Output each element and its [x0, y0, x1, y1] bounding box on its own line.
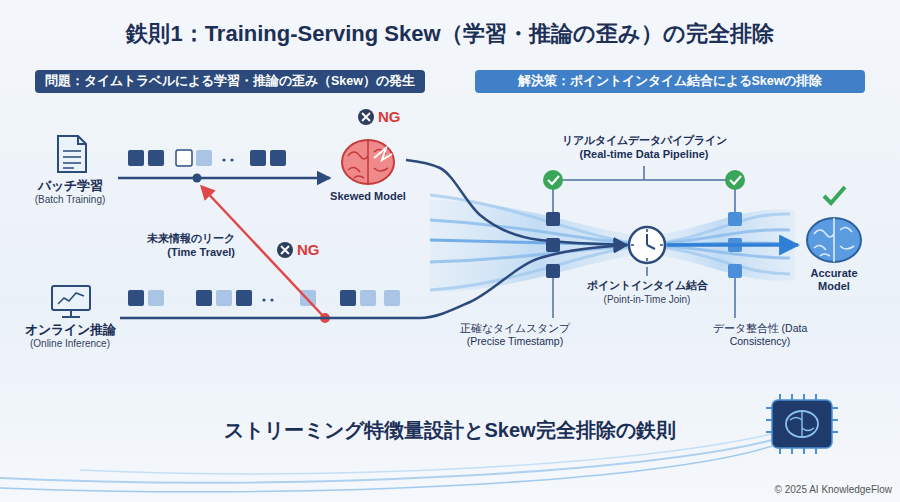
- connector: [118, 177, 330, 180]
- flow-lines: [0, 434, 772, 492]
- document-icon: [58, 136, 86, 172]
- node-text: (Point-in-Time Join): [577, 294, 717, 306]
- node-text: 解決策：ポイントインタイム結合によるSkewの排除: [485, 74, 855, 89]
- node-text: Accurate Model: [798, 267, 870, 293]
- online-timeline-items: [128, 290, 400, 306]
- ng-label: NG: [378, 108, 428, 127]
- node-text: 問題：タイムトラベルによる学習・推論の歪み（Skew）の発生: [45, 74, 415, 89]
- skewed-model-box: Skewed Model: [330, 132, 406, 203]
- monitor-icon: [52, 286, 90, 317]
- accurate-brain: [807, 218, 861, 262]
- consistency-label: データ整合性 (Data Consistency): [705, 322, 815, 348]
- accurate-model-box: Accurate Model: [798, 215, 870, 293]
- ng-label: NG: [297, 241, 347, 260]
- connector: [406, 160, 627, 245]
- title: 鉄則1：Training-Serving Skew（学習・推論の歪み）の完全排除: [0, 20, 900, 48]
- copyright: © 2025 AI KnowledgeFlow: [692, 484, 892, 497]
- point-in-time-join-clock: ポイントインタイム結合(Point-in-Time Join): [627, 225, 667, 265]
- node-text: (Online Inference): [20, 338, 120, 350]
- problem-banner: 問題：タイムトラベルによる学習・推論の歪み（Skew）の発生: [35, 70, 425, 93]
- leak-label: 未来情報のリーク (Time Travel): [125, 232, 235, 260]
- node-text: ポイントインタイム結合: [577, 279, 717, 292]
- node-text: オンライン推論: [20, 322, 120, 338]
- footer-title: ストリーミング特徴量設計とSkew完全排除の鉄則: [190, 418, 710, 443]
- connector: [667, 243, 798, 247]
- pipeline-label: リアルタイムデータパイプライン (Real-time Data Pipeline…: [549, 134, 739, 162]
- node-text: Skewed Model: [330, 190, 406, 203]
- skewed-brain: [342, 140, 394, 184]
- node-text: バッチ学習: [22, 178, 118, 194]
- online-inference-box: オンライン推論(Online Inference): [20, 282, 120, 350]
- chip-icon: [766, 394, 838, 454]
- batch-training-box: バッチ学習(Batch Training): [22, 132, 118, 206]
- clock-face: [627, 225, 667, 265]
- check-mark: [543, 170, 845, 203]
- timestamp-label: 正確なタイムスタンプ (Precise Timestamp): [450, 322, 580, 348]
- solution-banner: 解決策：ポイントインタイム結合によるSkewの排除: [475, 70, 865, 93]
- node-text: (Batch Training): [22, 194, 118, 206]
